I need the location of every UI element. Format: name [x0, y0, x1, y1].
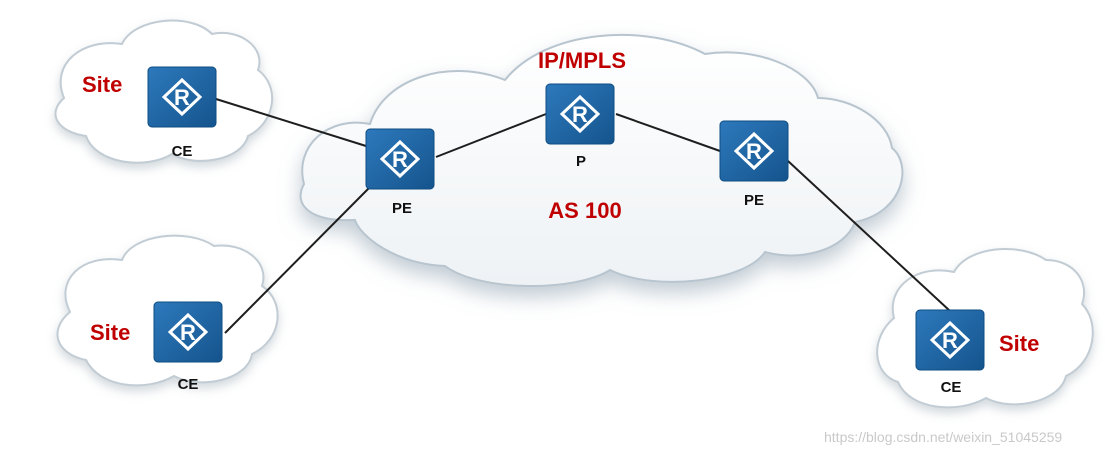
link-p-to-pe-right [615, 113, 721, 152]
site-label-bottom-left: Site [90, 320, 130, 345]
router-pe-right[interactable]: R [718, 119, 790, 183]
router-ce-bottom-left[interactable]: R [152, 300, 224, 364]
router-ce-bottom-right[interactable]: R [914, 308, 986, 372]
router-ce-top-left[interactable]: R [146, 65, 218, 129]
site-label-top-left: Site [82, 72, 122, 97]
ce-label-top-left: CE [172, 143, 193, 160]
site-label-bottom-right: Site [999, 331, 1039, 356]
pe-label-left: PE [392, 200, 412, 217]
core-network-label: IP/MPLS [538, 48, 626, 73]
link-pe-left-to-p [435, 113, 547, 158]
router-p-core[interactable]: R [544, 82, 616, 146]
p-label: P [576, 153, 586, 170]
router-icon: R [572, 102, 588, 127]
router-icon: R [180, 320, 196, 345]
link-ce-top-left-to-pe-left [215, 98, 367, 147]
link-ce-bottom-left-to-pe-left [224, 185, 372, 334]
ce-label-bottom-right: CE [941, 379, 962, 396]
pe-label-right: PE [744, 192, 764, 209]
watermark-text: https://blog.csdn.net/weixin_51045259 [824, 429, 1062, 445]
ce-label-bottom-left: CE [178, 376, 199, 393]
network-links [215, 98, 951, 334]
link-pe-right-to-ce-right [787, 160, 951, 312]
router-pe-left[interactable]: R [364, 127, 436, 191]
router-icon: R [746, 139, 762, 164]
router-icon: R [392, 147, 408, 172]
as-number-label: AS 100 [548, 198, 621, 223]
router-icon: R [942, 328, 958, 353]
router-icon: R [174, 85, 190, 110]
core-cloud [299, 33, 904, 287]
